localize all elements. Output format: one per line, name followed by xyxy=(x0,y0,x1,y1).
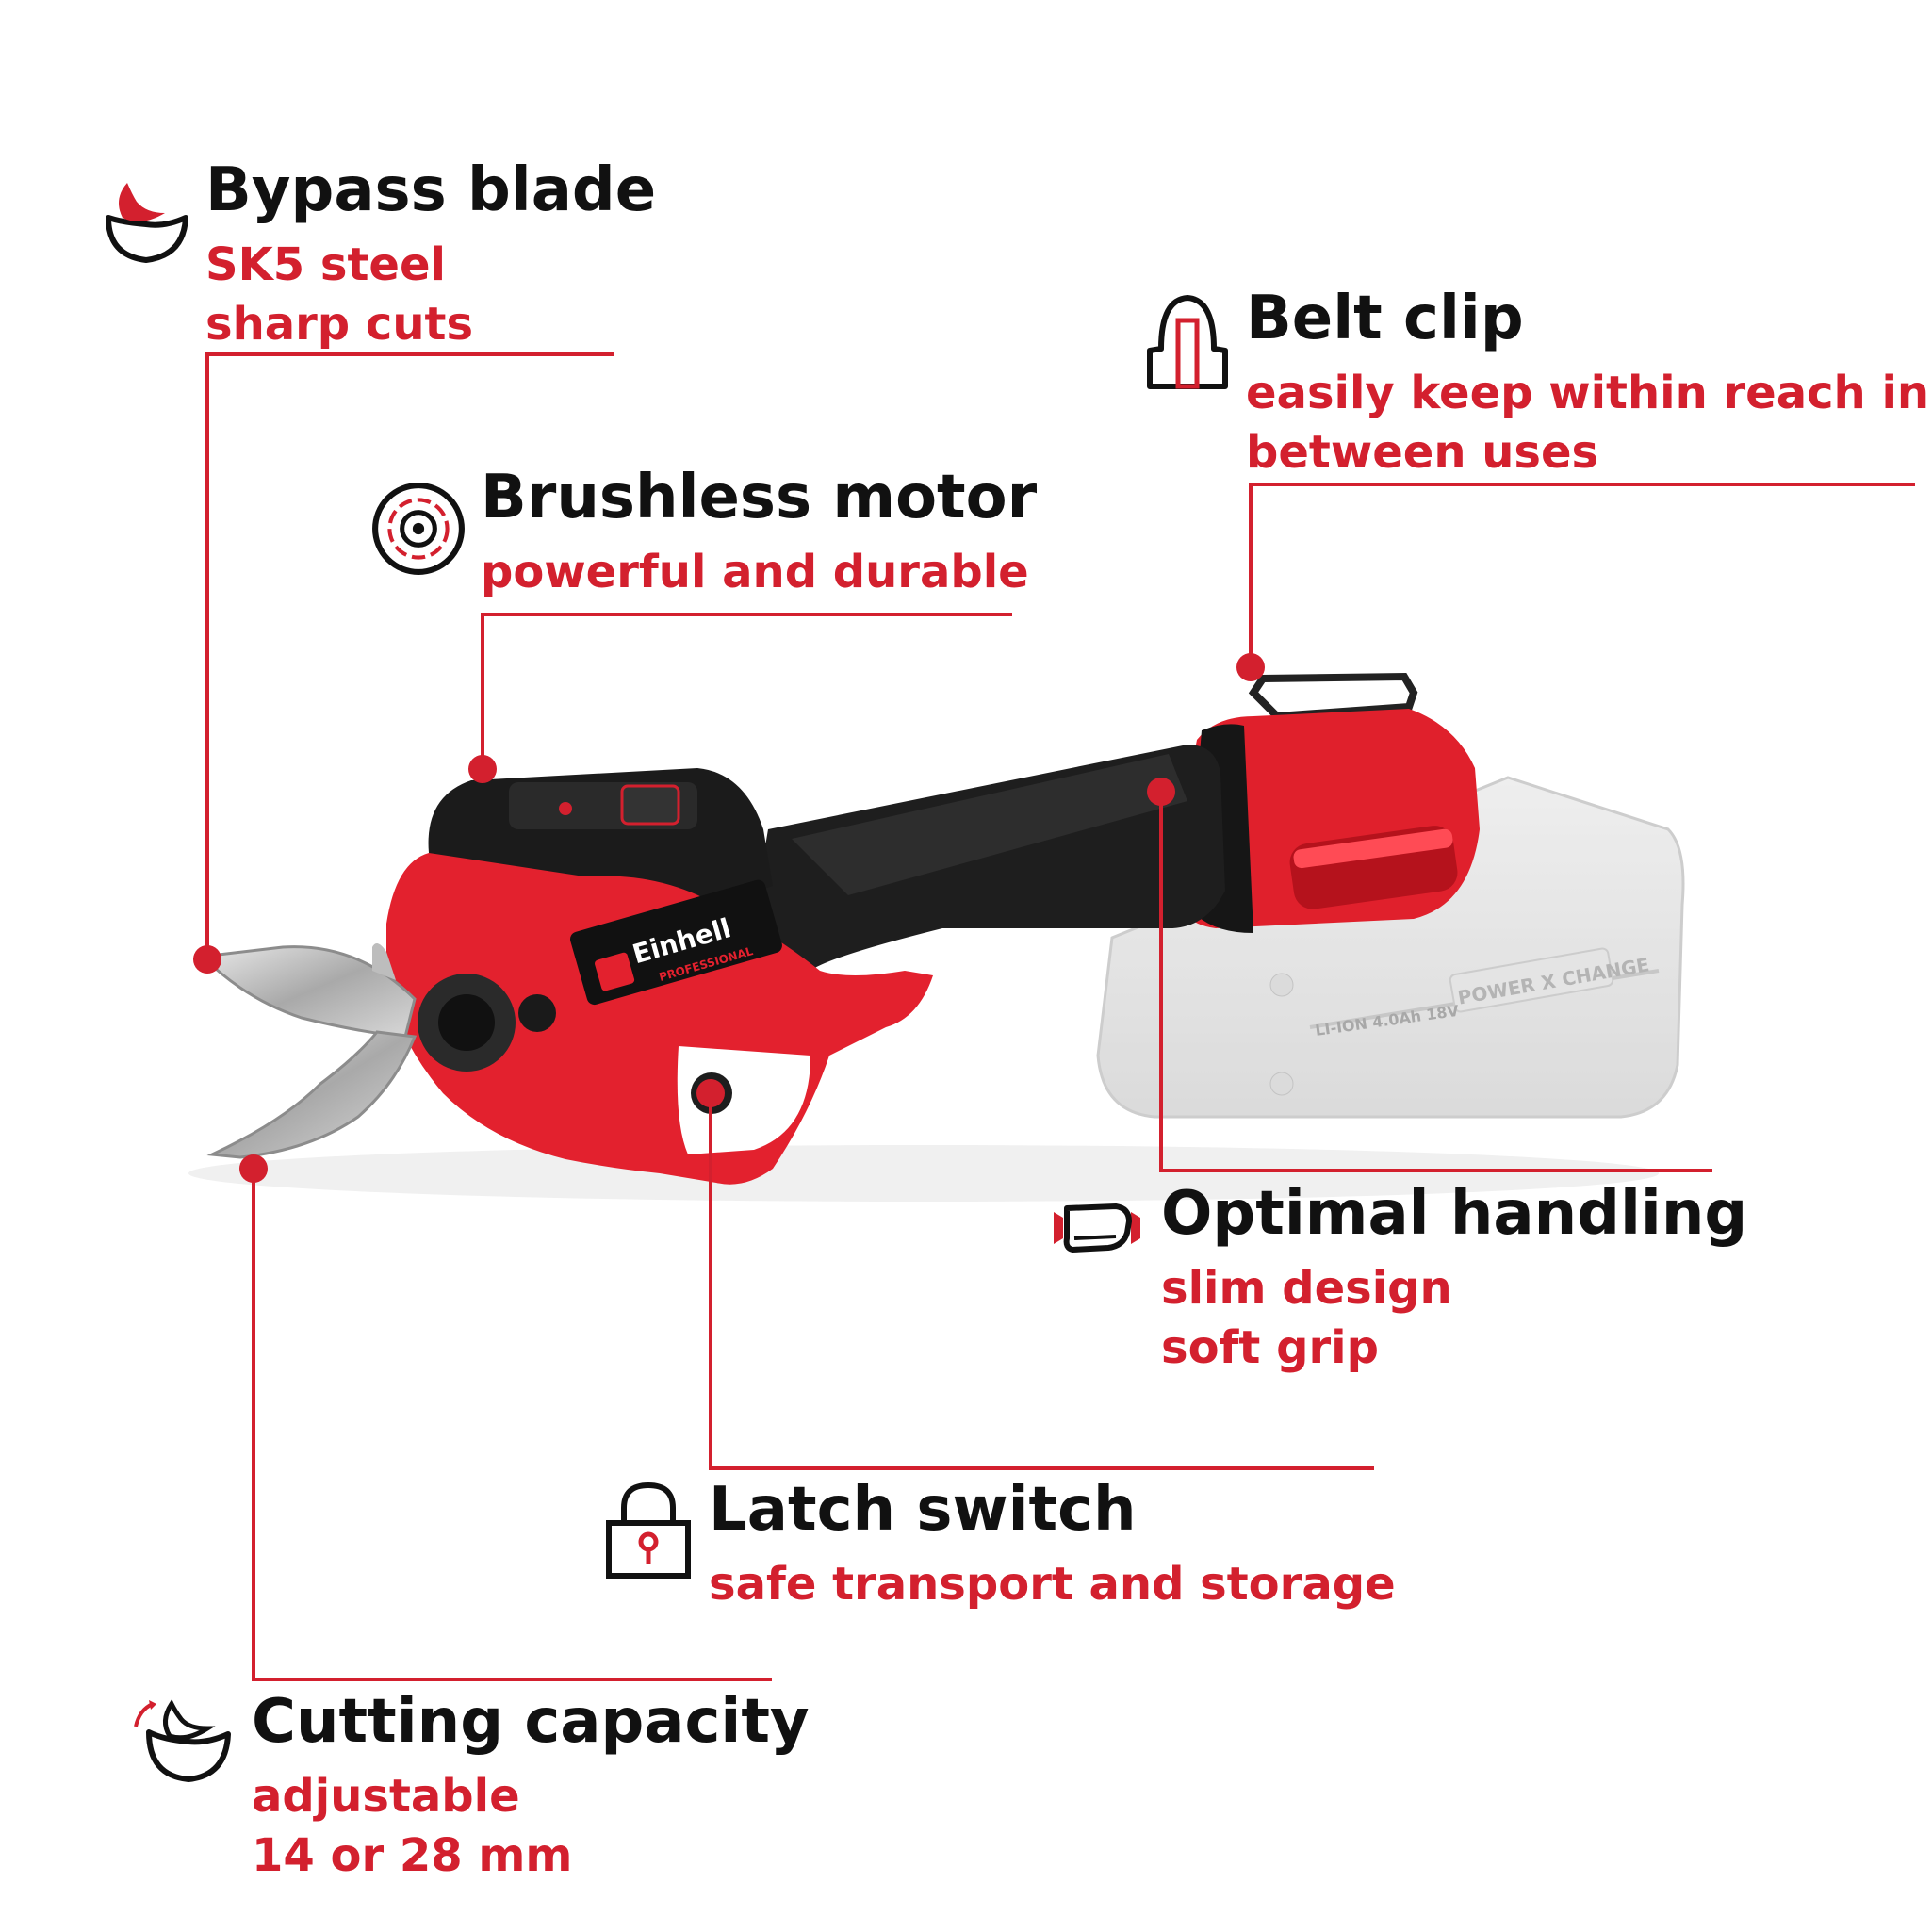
feature-detail: adjustable xyxy=(252,1770,520,1823)
feature-detail: slim design xyxy=(1161,1262,1452,1315)
callout-bypass xyxy=(205,352,614,959)
feature-belt-clip: Belt clip easily keep within reach in be… xyxy=(1246,288,1929,483)
cutting-capacity-icon xyxy=(134,1699,231,1782)
feature-title: Bypass blade xyxy=(205,156,657,225)
feature-title: Optimal handling xyxy=(1161,1179,1748,1249)
feature-title: Belt clip xyxy=(1246,284,1524,353)
hand-grip-icon xyxy=(1054,1203,1140,1253)
feature-brushless-motor: Brushless motor powerful and durable xyxy=(481,467,1037,602)
callout-beltclip xyxy=(1249,483,1915,667)
feature-detail: between uses xyxy=(1246,426,1599,480)
feature-latch-switch: Latch switch safe transport and storage xyxy=(709,1480,1396,1614)
brushless-motor-icon xyxy=(372,483,465,575)
feature-detail: soft grip xyxy=(1161,1321,1379,1375)
feature-bypass-blade: Bypass blade SK5 steel sharp cuts xyxy=(205,160,656,355)
callout-dot-latch xyxy=(696,1079,725,1107)
feature-cutting-capacity: Cutting capacity adjustable 14 or 28 mm xyxy=(252,1692,810,1887)
padlock-icon xyxy=(606,1482,691,1579)
callout-dot-motor xyxy=(468,755,497,783)
feature-title: Cutting capacity xyxy=(252,1687,810,1757)
battery-pack: POWER X CHANGE LI-ION 4.0Ah 18V xyxy=(1096,776,1685,1119)
feature-detail: easily keep within reach in xyxy=(1246,367,1930,419)
callout-dot-bypass xyxy=(193,945,221,974)
feature-detail: sharp cuts xyxy=(205,298,474,352)
callout-capacity xyxy=(252,1169,772,1681)
feature-detail: SK5 steel xyxy=(205,238,446,291)
bypass-blade-icon xyxy=(106,183,188,263)
feature-title: Latch switch xyxy=(709,1475,1137,1545)
feature-detail: safe transport and storage xyxy=(709,1558,1396,1611)
callout-motor xyxy=(481,613,1012,769)
feature-detail: powerful and durable xyxy=(481,546,1029,598)
feature-title: Brushless motor xyxy=(481,463,1038,532)
callout-dot-capacity xyxy=(239,1154,268,1183)
feature-detail: 14 or 28 mm xyxy=(252,1829,573,1883)
belt-clip-icon xyxy=(1147,295,1228,389)
feature-optimal-handling: Optimal handling slim design soft grip xyxy=(1161,1184,1747,1379)
callout-handling xyxy=(1159,792,1712,1172)
callout-latch xyxy=(709,1093,1374,1470)
callout-dot-handling xyxy=(1147,778,1175,806)
callout-dot-beltclip xyxy=(1236,653,1265,681)
